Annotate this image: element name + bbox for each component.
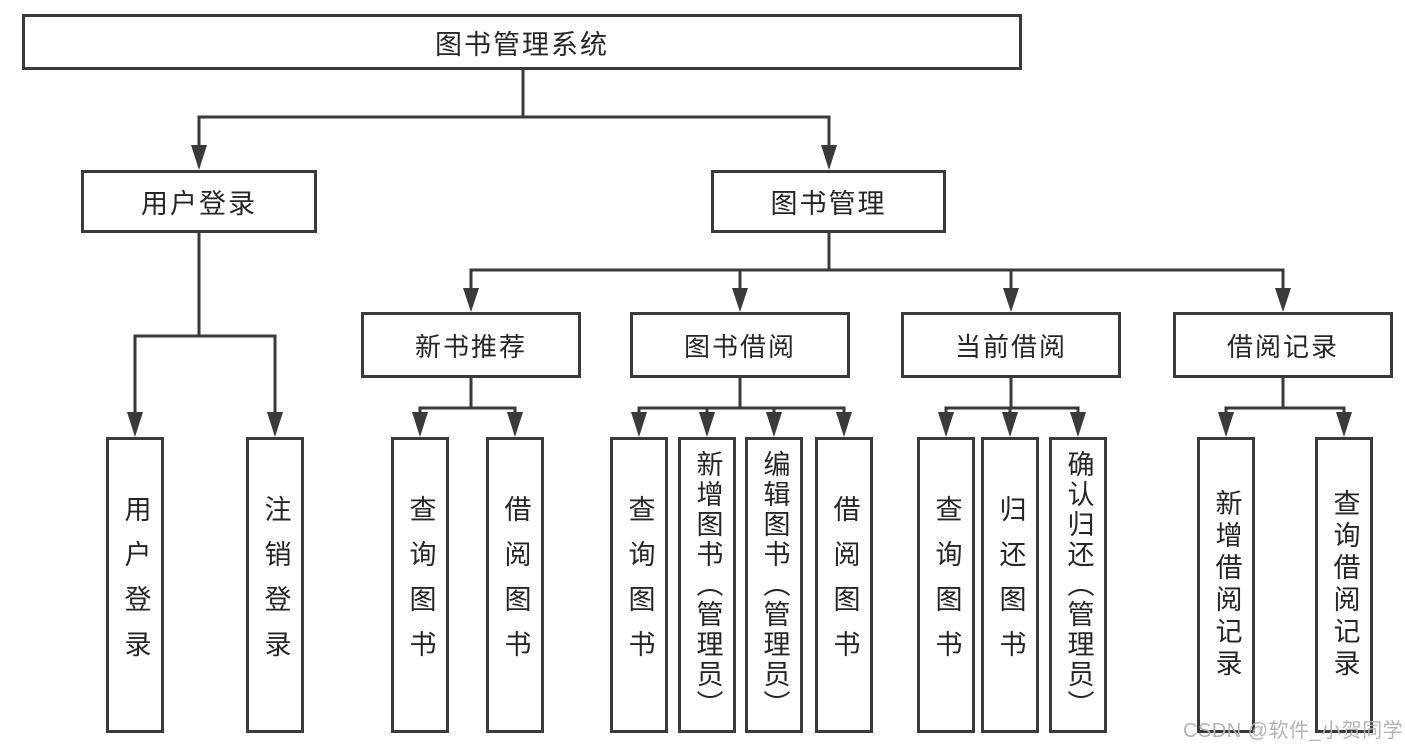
node-borrowing-records: 借阅记录: [1173, 312, 1393, 378]
node-current-borrowing: 当前借阅: [901, 312, 1121, 378]
node-label: 新增图书（管理员）: [692, 450, 723, 720]
node-label: 查询图书: [624, 495, 655, 675]
node-current-query-books: 查询图书: [917, 437, 975, 733]
node-current-return-books: 归还图书: [981, 437, 1039, 733]
node-records-add-borrow-record: 新增借阅记录: [1197, 437, 1255, 733]
node-borrowing-add-books-admin: 新增图书（管理员）: [678, 437, 736, 733]
node-label: 注销登录: [260, 495, 291, 675]
node-label: 借阅图书: [500, 495, 531, 675]
node-label: 查询图书: [931, 495, 962, 675]
node-label: 用户登录: [120, 495, 151, 675]
node-label: 归还图书: [995, 495, 1026, 675]
arrowheads: [127, 145, 1352, 437]
node-label: 新增借阅记录: [1211, 489, 1242, 681]
node-logout-leaf: 注销登录: [246, 437, 304, 733]
node-current-confirm-return-admin: 确认归还（管理员）: [1049, 437, 1107, 733]
node-library-management-system: 图书管理系统: [22, 14, 1022, 70]
watermark: CSDN @软件_小贺同学: [1183, 720, 1404, 742]
node-book-management: 图书管理: [711, 170, 946, 233]
node-recommend-query-books: 查询图书: [391, 437, 449, 733]
node-borrowing-edit-books-admin: 编辑图书（管理员）: [745, 437, 803, 733]
node-label: 编辑图书（管理员）: [759, 450, 790, 720]
node-label: 查询借阅记录: [1329, 489, 1360, 681]
node-label: 借阅图书: [829, 495, 860, 675]
node-user-login: 用户登录: [81, 170, 317, 233]
node-book-borrowing: 图书借阅: [630, 312, 850, 378]
node-label: 确认归还（管理员）: [1063, 450, 1094, 720]
node-recommend-borrow-books: 借阅图书: [486, 437, 544, 733]
node-borrowing-query-books: 查询图书: [610, 437, 668, 733]
node-user-login-leaf: 用户登录: [106, 437, 164, 733]
node-label: 查询图书: [405, 495, 436, 675]
node-records-query-borrow-record: 查询借阅记录: [1315, 437, 1373, 733]
node-borrowing-borrow-books: 借阅图书: [815, 437, 873, 733]
node-new-book-recommend: 新书推荐: [361, 312, 581, 378]
